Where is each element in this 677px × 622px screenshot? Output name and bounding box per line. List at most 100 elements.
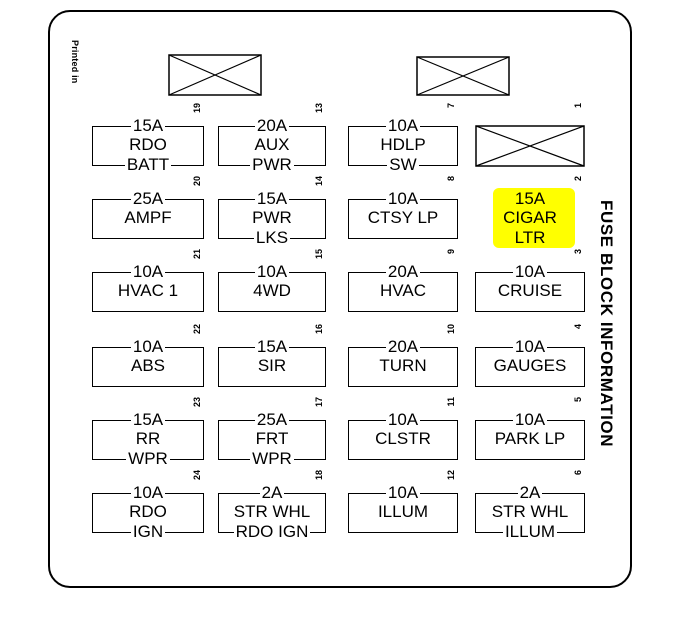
fuse-amperage: 10A [130, 337, 166, 356]
fuse-circuit-subname: WPR [250, 449, 294, 468]
fuse-amperage: 10A [512, 262, 548, 281]
fuse-circuit-subname: LKS [253, 228, 291, 247]
fuse-amperage: 25A [130, 189, 166, 208]
fuse-circuit-name: AMPF [124, 208, 172, 227]
fuse-position-number: 11 [446, 397, 456, 407]
fuse-position-number: 5 [573, 397, 583, 403]
fuse-position-number: 18 [314, 470, 324, 481]
fuse-circuit-name: HVAC [380, 281, 426, 300]
printed-in-label: Printed in [70, 40, 80, 84]
fuse-position-number: 16 [314, 324, 324, 335]
fuse-circuit-name: PWR [252, 208, 292, 227]
fuse-1: 1 [475, 103, 585, 173]
fuse-circuit-name: CTSY LP [367, 208, 439, 227]
fuse-amperage: 15A [254, 189, 290, 208]
fuse-position-number: 8 [446, 176, 456, 182]
highlight-marker [493, 188, 575, 248]
fuse-circuit-name: STR WHL [233, 502, 311, 521]
fuse-circuit-subname: WPR [126, 449, 170, 468]
fuse-position-number: 6 [573, 470, 583, 476]
fuse-position-number: 22 [192, 324, 202, 335]
fuse-amperage: 10A [385, 116, 421, 135]
fuse-amperage: 10A [512, 410, 548, 429]
fuse-position-number: 1 [573, 103, 583, 109]
fuse-position-number: 2 [573, 176, 583, 182]
fuse-circuit-name: TURN [379, 356, 427, 375]
fuse-position-number: 14 [314, 176, 324, 187]
fuse-amperage: 10A [130, 262, 166, 281]
fuse-amperage: 2A [259, 483, 285, 502]
fuse-circuit-name: RDO [129, 135, 167, 154]
fuse-amperage: 15A [514, 189, 546, 208]
fuse-circuit-subname: IGN [130, 522, 166, 541]
fuse-position-number: 10 [446, 324, 456, 335]
fuse-circuit-name: CLSTR [375, 429, 431, 448]
fuse-circuit-name: SIR [257, 356, 287, 375]
fuse-circuit-name: CIGAR [503, 208, 557, 227]
fuse-amperage: 10A [385, 410, 421, 429]
fuse-position-number: 7 [446, 103, 456, 109]
fuse-position-number: 9 [446, 249, 456, 255]
fuse-circuit-name: HVAC 1 [117, 281, 179, 300]
fuse-position-number: 21 [192, 249, 202, 260]
fuse-circuit-subname: ILLUM [502, 522, 558, 541]
fuse-position-number: 3 [573, 249, 583, 255]
fuse-position-number: 15 [314, 249, 324, 260]
fuse-amperage: 20A [385, 337, 421, 356]
fuse-circuit-name: ABS [130, 356, 166, 375]
fuse-amperage: 10A [130, 483, 166, 502]
fuse-circuit-subname: LTR [514, 228, 546, 247]
fuse-position-number: 24 [192, 470, 202, 481]
fuse-amperage: 10A [385, 189, 421, 208]
fuse-block-panel [48, 10, 632, 588]
fuse-position-number: 4 [573, 324, 583, 330]
fuse-amperage: 20A [254, 116, 290, 135]
fuse-amperage: 20A [385, 262, 421, 281]
fuse-position-number: 13 [314, 103, 324, 114]
fuse-circuit-name: AUX [254, 135, 290, 154]
fuse-circuit-subname: SW [387, 155, 419, 174]
fuse-amperage: 10A [512, 337, 548, 356]
fuse-circuit-name: CRUISE [497, 281, 563, 300]
fuse-circuit-name: PARK LP [494, 429, 566, 448]
fuse-position-number: 17 [314, 397, 324, 408]
fuse-position-number: 20 [192, 176, 202, 187]
fuse-circuit-name: HDLP [380, 135, 426, 154]
fuse-amperage: 15A [254, 337, 290, 356]
blank-position-top-right-icon [416, 56, 510, 96]
fuse-block-title: FUSE BLOCK INFORMATION [597, 200, 616, 448]
fuse-circuit-name: STR WHL [491, 502, 569, 521]
fuse-circuit-name: GAUGES [493, 356, 567, 375]
fuse-position-number: 23 [192, 397, 202, 408]
fuse-amperage: 10A [385, 483, 421, 502]
fuse-circuit-name: 4WD [253, 281, 291, 300]
fuse-position-number: 19 [192, 103, 202, 114]
fuse-amperage: 10A [254, 262, 290, 281]
fuse-position-number: 12 [446, 470, 456, 481]
blank-position-top-left-icon [168, 54, 262, 96]
fuse-circuit-name: RDO [129, 502, 167, 521]
fuse-amperage: 15A [130, 410, 166, 429]
fuse-circuit-subname: BATT [124, 155, 172, 174]
fuse-circuit-subname: PWR [250, 155, 294, 174]
